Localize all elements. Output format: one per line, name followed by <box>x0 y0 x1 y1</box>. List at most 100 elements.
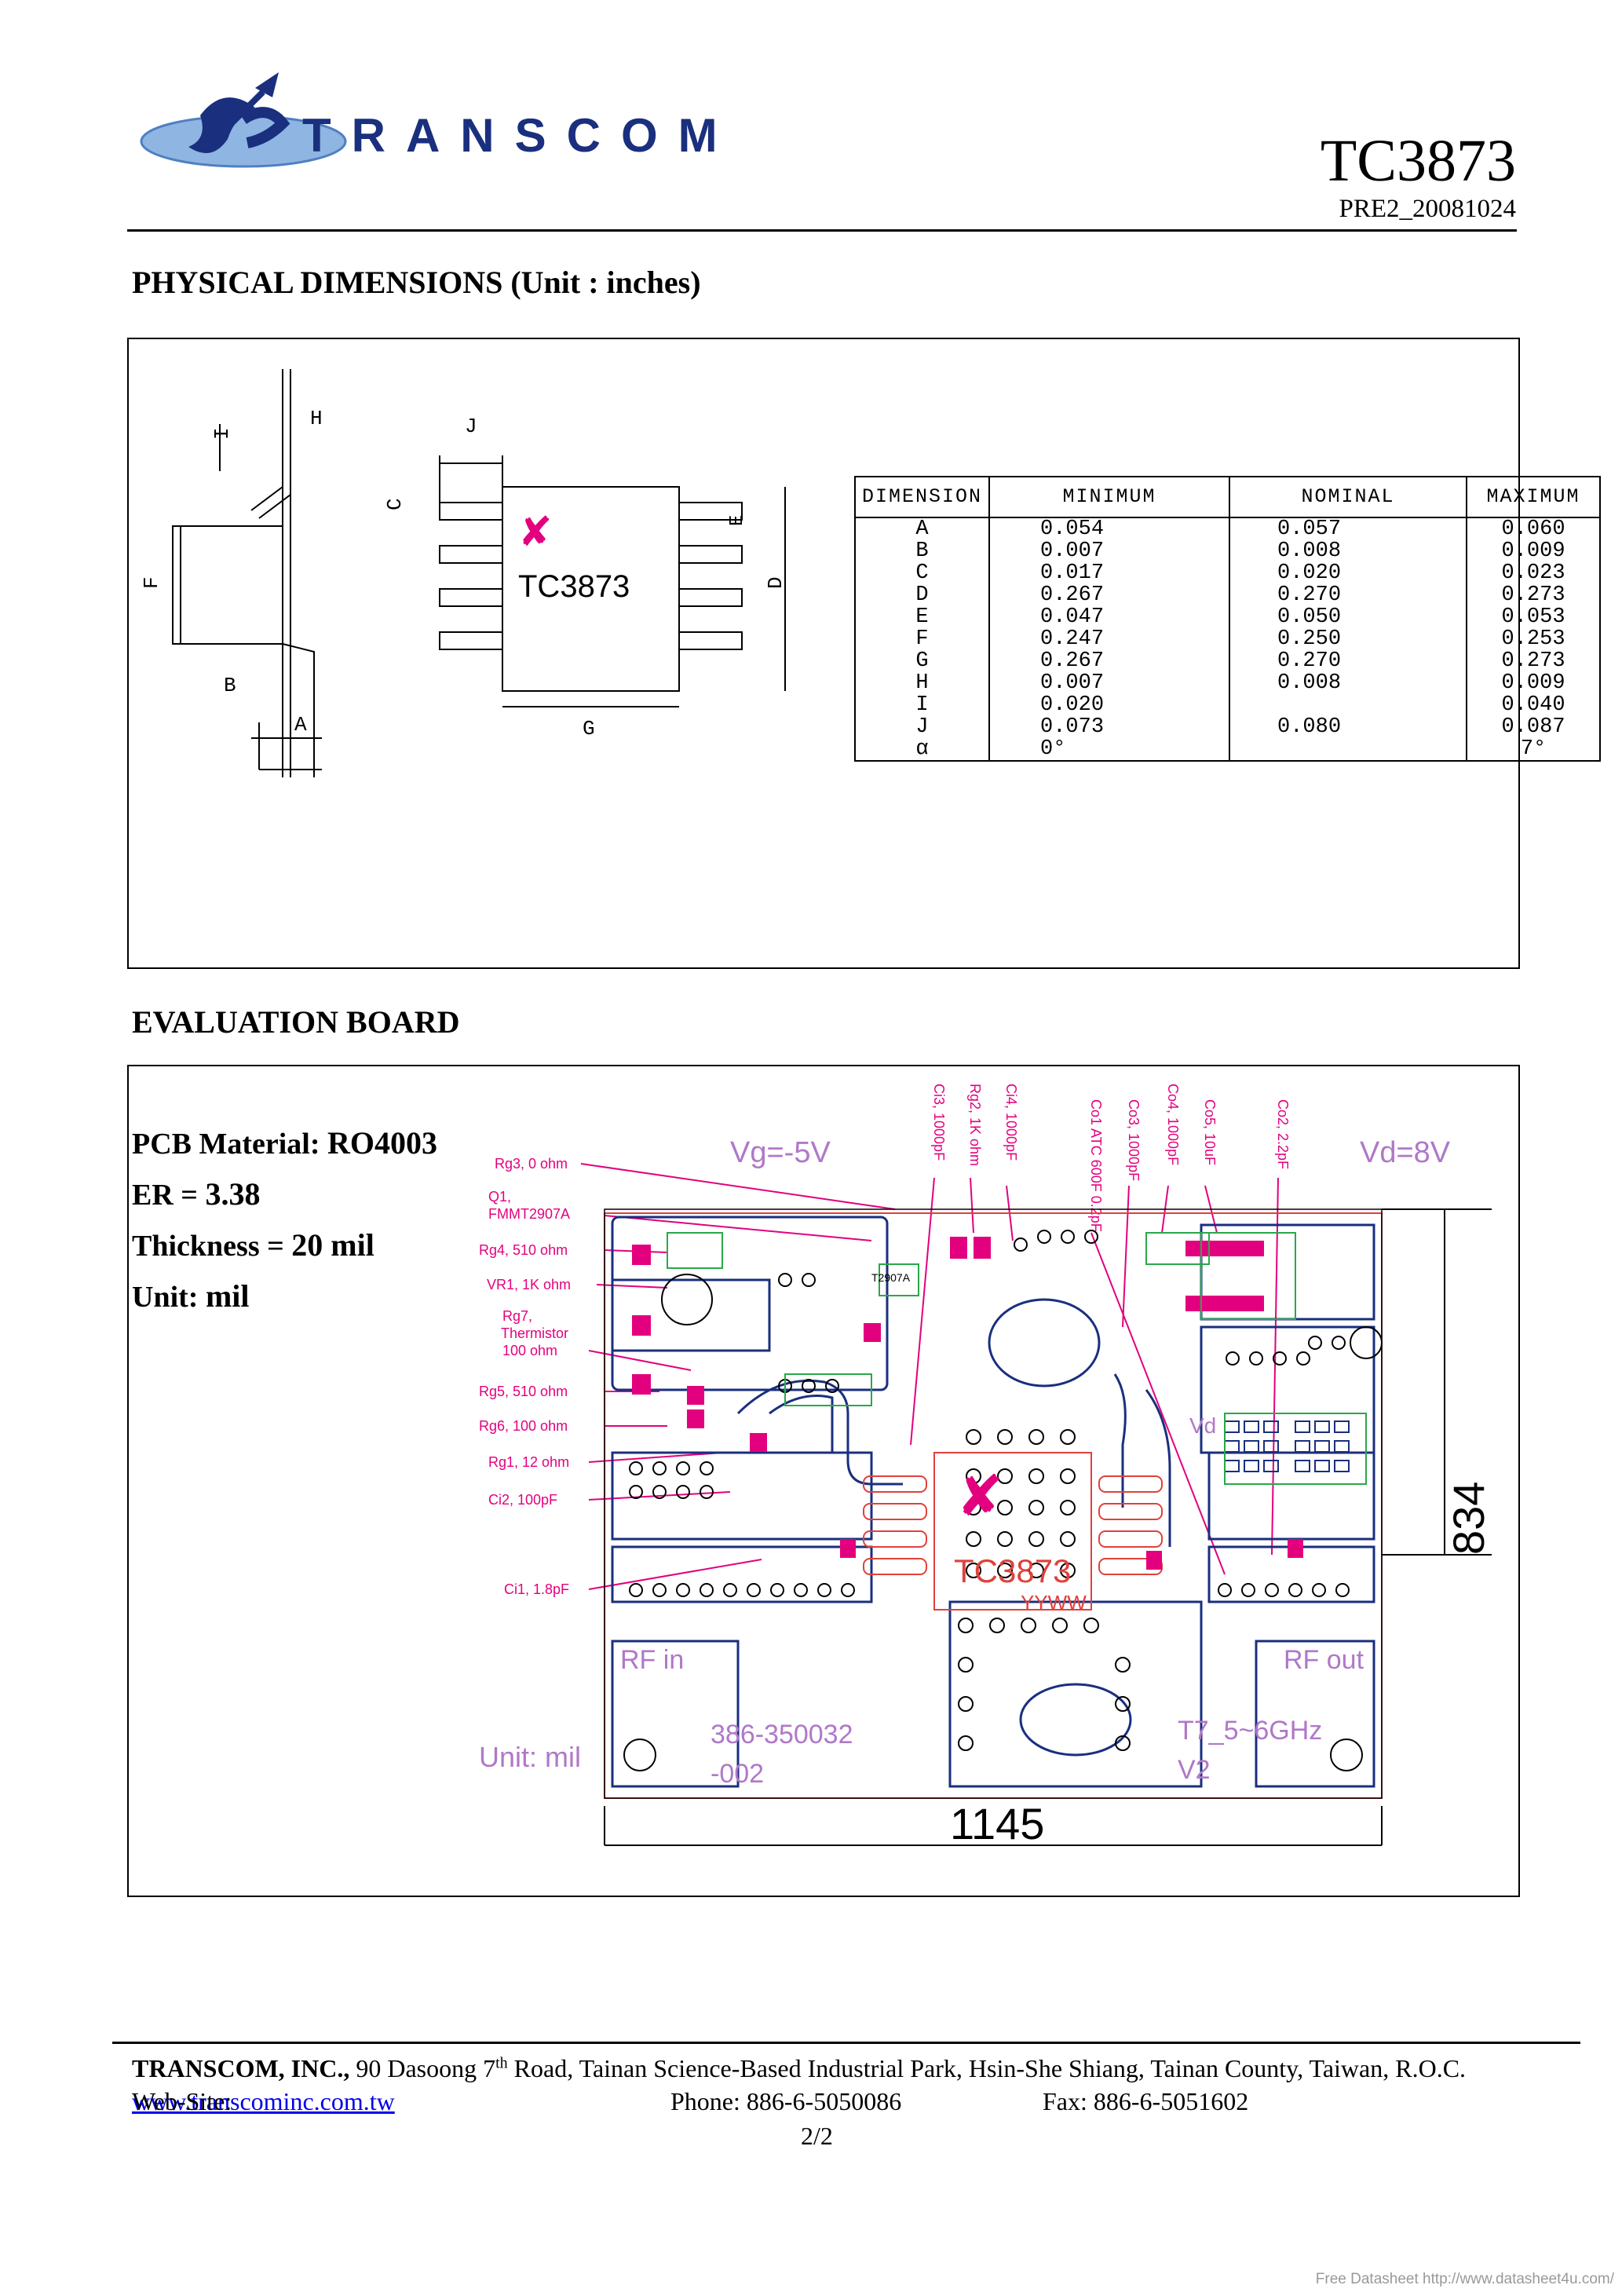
board-width-dimension: 1145 <box>950 1799 1044 1848</box>
label-co3: Co3, 1000pF <box>1126 1099 1142 1181</box>
cell-min: 0.054 <box>988 517 1231 540</box>
version-2: V2 <box>1178 1755 1211 1785</box>
cell-dim: B <box>853 540 991 562</box>
board-height-dimension: 834 <box>1444 1482 1493 1555</box>
top-view-drawing: ✘ J C E D G TC3873 <box>383 415 787 740</box>
cell-dim: F <box>853 628 991 650</box>
pcb-specs: PCB Material: RO4003 ER = 3.38 Thickness… <box>132 1118 437 1322</box>
cell-min: 0.267 <box>988 650 1231 672</box>
board-chip-logo: ✘ <box>956 1465 1003 1528</box>
cell-min: 0.073 <box>988 716 1231 738</box>
side-label-i: I <box>210 427 234 440</box>
cell-max: 7° <box>1466 738 1602 762</box>
top-label-e: E <box>727 515 748 526</box>
board-vd-label: Vd <box>1189 1413 1216 1438</box>
cell-nom: 0.270 <box>1229 650 1468 672</box>
label-thermistor: Thermistor <box>501 1325 568 1341</box>
footer-fax: Fax: 886-6-5051602 <box>1043 2087 1249 2115</box>
document-revision: PRE2_20081024 <box>1339 195 1516 223</box>
label-thermistor-value: 100 ohm <box>502 1343 557 1358</box>
side-view-drawing: H I F B A <box>140 369 323 777</box>
top-label-c: C <box>383 498 407 510</box>
cell-nom: 0.020 <box>1229 562 1468 584</box>
footer-rule <box>112 2042 1580 2044</box>
cell-max: 0.053 <box>1466 606 1602 628</box>
top-label-j: J <box>465 415 477 438</box>
cell-dim: G <box>853 650 991 672</box>
cell-nom: 0.270 <box>1229 584 1468 606</box>
section-title-dimensions: PHYSICAL DIMENSIONS (Unit : inches) <box>132 265 701 300</box>
cell-min: 0.047 <box>988 606 1231 628</box>
label-ci3: Ci3, 1000pF <box>931 1084 947 1161</box>
table-header-row: DIMENSION MINIMUM NOMINAL MAXIMUM <box>853 476 1602 518</box>
label-rg3: Rg3, 0 ohm <box>495 1156 568 1172</box>
vg-label: Vg=-5V <box>730 1136 831 1169</box>
part-number-1: 386-350032 <box>711 1720 853 1749</box>
side-label-h: H <box>310 407 323 430</box>
rf-out-label: RF out <box>1284 1645 1364 1675</box>
cell-min: 0.020 <box>988 694 1231 716</box>
evaluation-board-layout: Rg3, 0 ohm Q1, FMMT2907A Rg4, 510 ohm VR… <box>479 1084 1493 1848</box>
cell-nom: 0.250 <box>1229 628 1468 650</box>
label-ci2: Ci2, 100pF <box>488 1492 557 1508</box>
label-ci4: Ci4, 1000pF <box>1003 1084 1019 1161</box>
footer-phone: Phone: 886-6-5050086 <box>670 2087 902 2115</box>
cell-max: 0.009 <box>1466 672 1602 694</box>
evaluation-board-box <box>127 1065 1520 1897</box>
version-1: T7_5~6GHz <box>1178 1716 1322 1746</box>
top-label-d: D <box>764 576 787 589</box>
top-label-g: G <box>583 717 595 740</box>
cell-dim: α <box>853 738 991 762</box>
watermark: Free Datasheet http://www.datasheet4u.co… <box>1315 2271 1614 2287</box>
cell-min: 0.267 <box>988 584 1231 606</box>
cell-max: 0.253 <box>1466 628 1602 650</box>
side-label-f: F <box>140 576 163 589</box>
rf-in-label: RF in <box>620 1645 684 1675</box>
board-q1-marking: T2907A <box>871 1271 911 1284</box>
label-q1: Q1, <box>488 1189 511 1205</box>
header-maximum: MAXIMUM <box>1466 476 1602 518</box>
footer-company: TRANSCOM, INC., <box>132 2054 350 2082</box>
cell-max: 0.009 <box>1466 540 1602 562</box>
board-chip-text: TC3873 <box>954 1552 1071 1589</box>
label-co2: Co2, 2.2pF <box>1275 1099 1291 1169</box>
website-link[interactable]: www.transcominc.com.tw <box>132 2087 395 2115</box>
label-ci1: Ci1, 1.8pF <box>504 1581 569 1597</box>
spec-material: PCB Material: RO4003 <box>132 1125 438 1161</box>
vd-label: Vd=8V <box>1360 1136 1451 1169</box>
cell-dim: D <box>853 584 991 606</box>
chip-logo: ✘ <box>518 510 553 555</box>
side-label-a: A <box>294 713 307 737</box>
cell-nom: 0.057 <box>1229 517 1468 540</box>
label-rg4: Rg4, 510 ohm <box>479 1242 568 1258</box>
cell-nom: 0.008 <box>1229 540 1468 562</box>
cell-dim: A <box>853 517 991 540</box>
cell-max: 0.087 <box>1466 716 1602 738</box>
spec-unit: Unit: mil <box>132 1278 250 1314</box>
cell-nom: 0.050 <box>1229 606 1468 628</box>
footer-website: Web-Site: www.transcominc.com.tw <box>132 2087 395 2115</box>
cell-min: 0.017 <box>988 562 1231 584</box>
label-rg7: Rg7, <box>502 1308 532 1324</box>
part-number-2: -002 <box>711 1759 764 1789</box>
cell-max: 0.273 <box>1466 650 1602 672</box>
section-title-evaluation-board: EVALUATION BOARD <box>132 1004 460 1040</box>
cell-nom <box>1229 738 1468 762</box>
side-label-b: B <box>224 674 236 697</box>
cell-dim: E <box>853 606 991 628</box>
label-rg1: Rg1, 12 ohm <box>488 1454 569 1470</box>
footer-address: TRANSCOM, INC., 90 Dasoong 7th Road, Tai… <box>132 2054 1467 2082</box>
brand-name: TRANSCOM <box>302 109 738 162</box>
label-rg5: Rg5, 510 ohm <box>479 1384 568 1399</box>
header-nominal: NOMINAL <box>1229 476 1468 518</box>
spec-er: ER = 3.38 <box>132 1176 261 1212</box>
cell-dim: H <box>853 672 991 694</box>
